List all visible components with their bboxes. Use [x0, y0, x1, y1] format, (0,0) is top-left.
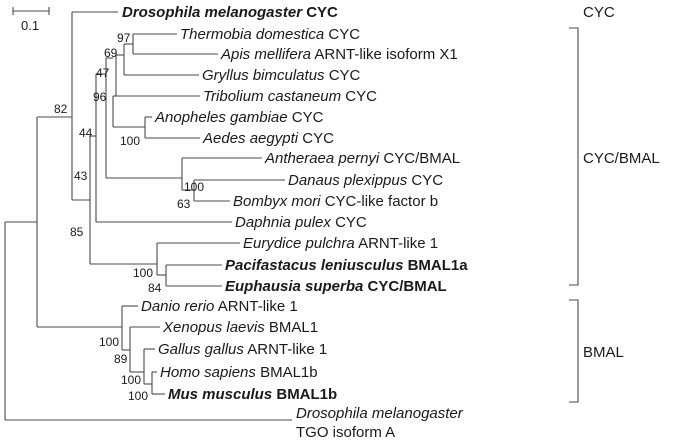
- taxon-label: Drosophila melanogaster: [296, 405, 464, 422]
- taxon-label: Thermobia domestica CYC: [180, 26, 360, 43]
- bmal-bracket: [569, 299, 579, 403]
- support-value: 100: [121, 373, 141, 387]
- taxon-label: Gallus gallus ARNT-like 1: [158, 341, 327, 358]
- scale-bar-label: 0.1: [21, 18, 39, 33]
- support-value: 82: [54, 102, 68, 116]
- taxon-label: Mus musculus BMAL1b: [168, 386, 337, 403]
- clade-label-bmal: BMAL: [583, 344, 624, 361]
- taxon-label-line2: TGO isoform A: [296, 424, 395, 440]
- support-value: 100: [120, 134, 140, 148]
- taxon-label: Pacifastacus leniusculus BMAL1a: [225, 257, 468, 274]
- taxon-label: Antheraea pernyi CYC/BMAL: [264, 150, 460, 167]
- support-value: 63: [177, 197, 191, 211]
- support-value: 97: [117, 31, 131, 45]
- support-value: 84: [148, 281, 162, 295]
- support-value: 96: [93, 90, 107, 104]
- taxon-label: Eurydice pulchra ARNT-like 1: [243, 235, 438, 252]
- taxon-label: Euphausia superba CYC/BMAL: [225, 278, 447, 295]
- taxon-label: Tribolium castaneum CYC: [203, 88, 377, 105]
- tree-branches: [4, 11, 292, 421]
- taxon-label: Gryllus bimculatus CYC: [202, 67, 361, 84]
- support-value: 89: [114, 352, 128, 366]
- taxon-label: Anopheles gambiae CYC: [154, 109, 324, 126]
- cyc-bmal-bracket: [569, 27, 579, 286]
- taxon-label: Daphnia pulex CYC: [235, 214, 367, 231]
- support-value: 100: [99, 335, 119, 349]
- taxon-label: Aedes aegypti CYC: [202, 130, 334, 147]
- support-values: 97 69 47 96 100 44 100 63 43 82 85 100 8…: [54, 31, 204, 403]
- taxon-labels: Drosophila melanogaster CYC Thermobia do…: [122, 4, 468, 440]
- taxon-label: Drosophila melanogaster CYC: [122, 4, 338, 21]
- support-value: 100: [184, 180, 204, 194]
- taxon-label: Danio rerio ARNT-like 1: [141, 298, 298, 315]
- clade-label-cyc: CYC: [583, 4, 615, 21]
- taxon-label: Danaus plexippus CYC: [288, 172, 443, 189]
- support-value: 100: [133, 266, 153, 280]
- taxon-label: Apis mellifera ARNT-like isoform X1: [220, 46, 458, 63]
- support-value: 85: [70, 225, 84, 239]
- support-value: 44: [79, 126, 93, 140]
- taxon-label: Xenopus laevis BMAL1: [162, 319, 318, 336]
- clade-brackets: CYC CYC/BMAL BMAL: [569, 4, 660, 403]
- support-value: 47: [96, 66, 110, 80]
- support-value: 100: [128, 389, 148, 403]
- taxon-label: Homo sapiens BMAL1b: [160, 364, 318, 381]
- clade-label-cyc-bmal: CYC/BMAL: [583, 150, 660, 167]
- support-value: 43: [74, 169, 88, 183]
- scale-bar: 0.1: [12, 7, 50, 33]
- taxon-label: Bombyx mori CYC-like factor b: [233, 193, 438, 210]
- support-value: 69: [104, 46, 118, 60]
